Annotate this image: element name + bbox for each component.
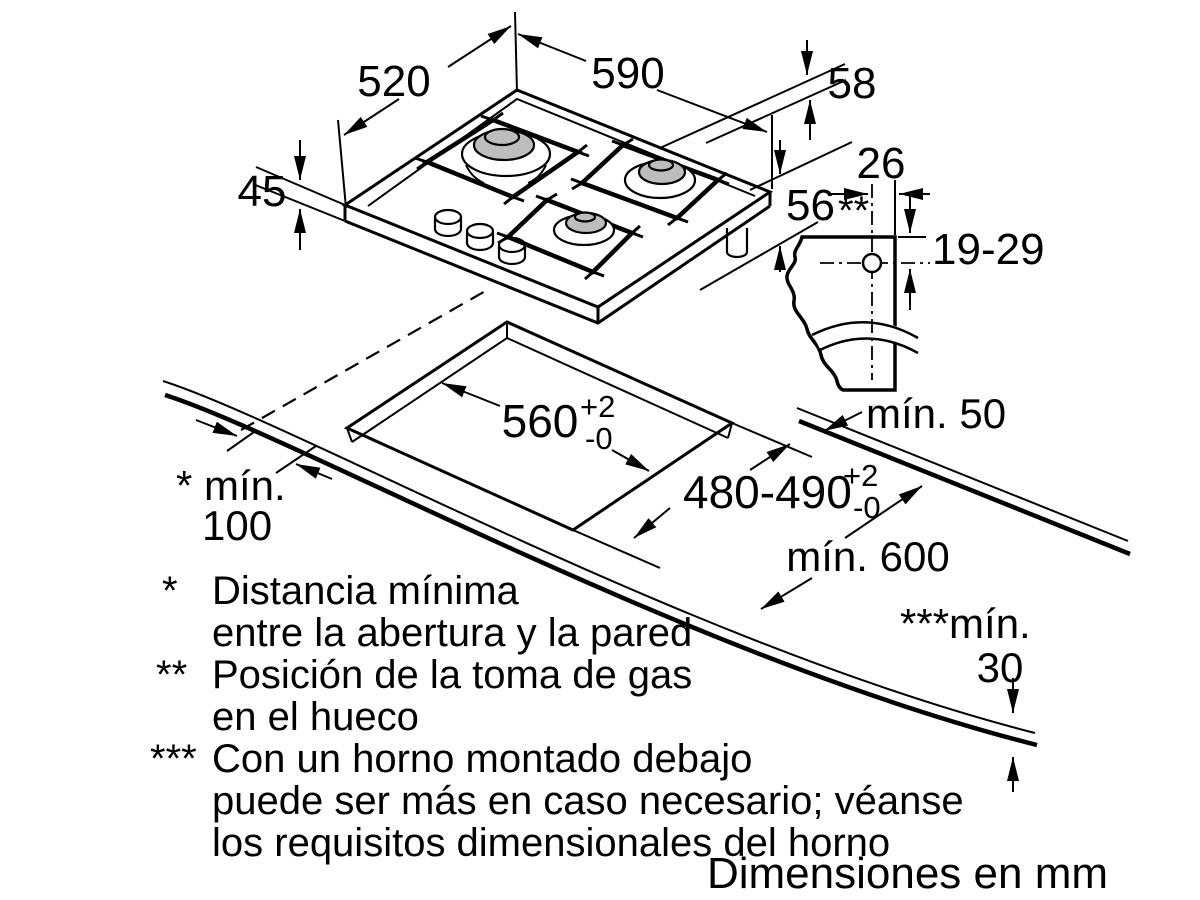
min-30-label: ***mín. [900,600,1031,647]
dim-26-label: 26 [857,139,906,188]
footnote-3-line-2: puede ser más en caso necesario; véanse [212,779,964,823]
dim-56-ref-mark: ** [838,189,869,233]
dim-520-label: 520 [357,57,430,106]
knob [433,208,463,238]
cutout-inner-edge [346,322,733,443]
min-50-label: mín. 50 [866,390,1006,437]
dim-56-label: 56 [786,181,835,230]
dim-480-tol-minus: -0 [853,490,881,525]
worktop-drawing: 560 +2 -0 480-490 +2 -0 * mín. 100 mín. … [162,288,1131,792]
units-caption: Dimensiones en mm [707,849,1108,898]
dim-560-tol-plus: +2 [580,389,615,424]
hob-glass-top [341,88,774,309]
min-100-value: 100 [202,502,272,549]
footnote-1-line-2: entre la abertura y la pared [212,611,692,655]
footnote-2-line-1: Posición de la toma de gas [212,653,692,697]
hob-dimensions: 520 590 45 58 56 ** [238,11,877,291]
min-100-arrow-left [195,419,238,437]
burner-right [570,137,730,227]
dim-45-label: 45 [238,167,287,216]
break-lines [811,320,919,355]
dim-520-arrow-upper [447,25,512,68]
extension-lines-top [337,11,773,209]
min-600-arrow-up [844,485,923,539]
dim-560-arrow-right [611,449,650,472]
cabinet-side-edge-bottom [798,418,1131,557]
min-30-value: 30 [977,644,1024,691]
min-50-arrow [823,411,863,432]
cabinet-corner-outline [785,235,897,392]
dim-480-tol-plus: +2 [843,458,878,493]
worktop-front-edge-top [162,380,1036,734]
footnote-2-symbol: ** [156,653,187,697]
dim-480-arrow-down [633,507,671,539]
footnote-3-line-1: Con un horno montado debajo [212,737,752,781]
burner-large [414,111,590,206]
dim-590-arrow-right [656,89,768,133]
footnote-3-symbol: *** [150,737,197,781]
dim-45-refs [252,166,346,222]
worktop-front-edge-bottom [164,392,1038,748]
hob-body-edges [343,192,772,325]
dim-560-label: 560 [502,395,579,447]
dim-58-label: 58 [828,59,877,108]
footnotes: * Distancia mínima entre la abertura y l… [150,569,964,865]
min-100-label: * mín. [176,462,286,509]
min-100-ticks [226,431,317,474]
dim-480-label: 480-490 [683,466,852,518]
min-600-arrow-down [760,577,813,610]
burner-small [496,192,644,281]
dim-560-arrow-left [441,382,501,407]
dim-590-label: 590 [591,49,664,98]
dim-560-tol-minus: -0 [585,421,613,456]
break-gap [812,320,919,351]
footnote-1-line-1: Distancia mínima [212,569,520,613]
dim-480-extensions [572,422,813,569]
gas-inlet-point [861,252,883,274]
min-100-arrow-right [295,463,333,480]
dim-480-arrow-up [749,443,791,471]
footnote-2-line-2: en el hueco [212,695,419,739]
knob [465,222,495,252]
dim-590-arrow-left [517,33,587,62]
hob-drawing [341,88,774,325]
dim-58-refs [659,63,853,291]
min-600-label: mín. 600 [786,533,949,580]
dim-520-arrow-lower [343,98,400,136]
footnote-1-symbol: * [162,569,178,613]
cabinet-side-edge-top [796,407,1129,542]
gas-connection-detail: 26 19-29 mín. 50 [785,139,1045,437]
hob-foot [725,228,749,259]
dim-19-29-label: 19-29 [932,225,1045,274]
footnote-3-line-3: los requisitos dimensionales del horno [212,821,890,865]
